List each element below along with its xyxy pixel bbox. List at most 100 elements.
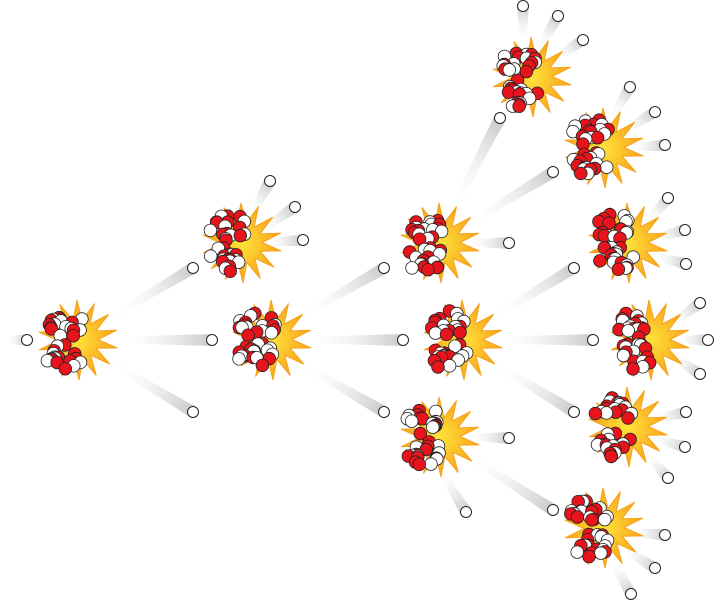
proton [585,513,599,527]
neutron-trail [464,166,557,228]
free-neutron [662,192,674,204]
proton [519,64,534,79]
proton [241,328,255,342]
free-neutron [587,334,599,346]
fission-flash [202,202,282,284]
free-neutron [625,588,637,600]
nucleus-n3c [400,396,480,478]
neutron-particle [594,546,608,560]
neutron-trail [627,529,666,541]
neutron-particle [570,545,584,559]
free-neutron [568,406,580,418]
neutron-trail [110,334,212,346]
nucleus-n3a [400,202,480,284]
neutron-trail [300,334,403,346]
neutron-particle [232,352,246,366]
free-neutron [206,334,218,346]
proton [590,130,605,145]
free-neutron [552,10,564,22]
free-neutron [547,166,559,178]
proton [512,99,526,113]
neutron-trail [627,139,666,151]
proton [413,426,428,441]
nucleus-n2a [202,202,282,284]
neutron-trail [535,12,564,52]
fission-flash [588,386,668,468]
free-neutron [297,234,309,246]
proton [574,166,588,181]
fission-flash [564,107,644,189]
nucleus-n1 [38,299,118,381]
neutron-particle [405,261,419,275]
neutron-trail [296,262,388,321]
neutron-trail [651,435,687,453]
proton [412,457,426,472]
neutron-particle [405,414,419,428]
nucleus-n2b [232,299,312,381]
free-neutron [649,106,661,118]
free-neutron [21,334,33,346]
proton [223,264,238,279]
free-neutron [378,406,390,418]
neutron-trail [296,359,388,418]
free-neutron [378,262,390,274]
free-neutron [649,562,661,574]
fission-flash [610,299,690,381]
neutron-particle [203,249,218,263]
proton [501,85,516,99]
neutron-trail [465,432,510,444]
free-neutron [187,406,199,418]
proton [626,362,640,376]
neutron-trail [620,545,659,574]
free-neutron [659,529,671,541]
proton [621,411,635,425]
proton [431,360,445,374]
neutron-particle [424,457,438,471]
free-neutron [577,34,589,46]
free-neutron [680,406,692,418]
free-neutron [568,262,580,274]
neutron-trail [437,468,472,516]
neutron-trail [651,252,688,270]
neutron-trail [108,262,197,321]
free-neutron [187,262,199,274]
fission-flash [232,299,312,381]
nucleus-n4b [564,107,644,189]
proton [233,228,248,243]
neutron-particle [502,63,517,77]
free-neutron [503,237,515,249]
neutron-trail [490,359,578,418]
proton [453,325,467,340]
free-neutron [460,506,472,518]
neutron-trail [464,452,557,516]
proton [44,322,59,336]
free-neutron [694,297,706,309]
free-neutron [289,201,301,213]
neutrons-layer [21,0,714,600]
free-neutron [680,258,692,270]
neutron-trail [609,558,637,597]
free-neutron [624,81,636,93]
neutron-trails [5,6,708,597]
free-neutron [547,504,559,516]
proton [582,549,596,564]
free-neutron [659,139,671,151]
proton [593,254,607,268]
neutron-particle [616,348,631,363]
proton [570,510,585,524]
neutron-trail [609,83,636,120]
proton [439,327,454,342]
neutron-trail [517,6,529,42]
neutron-particle [264,326,279,340]
neutron-trail [108,359,197,418]
free-neutron [517,0,529,12]
free-neutron [679,224,691,236]
free-neutron [662,472,674,484]
nucleus-n4a [492,36,572,118]
nucleus-n4c [588,202,668,284]
nucleus-n3b [423,299,503,381]
free-neutron [397,334,409,346]
neutron-particle [442,359,457,373]
